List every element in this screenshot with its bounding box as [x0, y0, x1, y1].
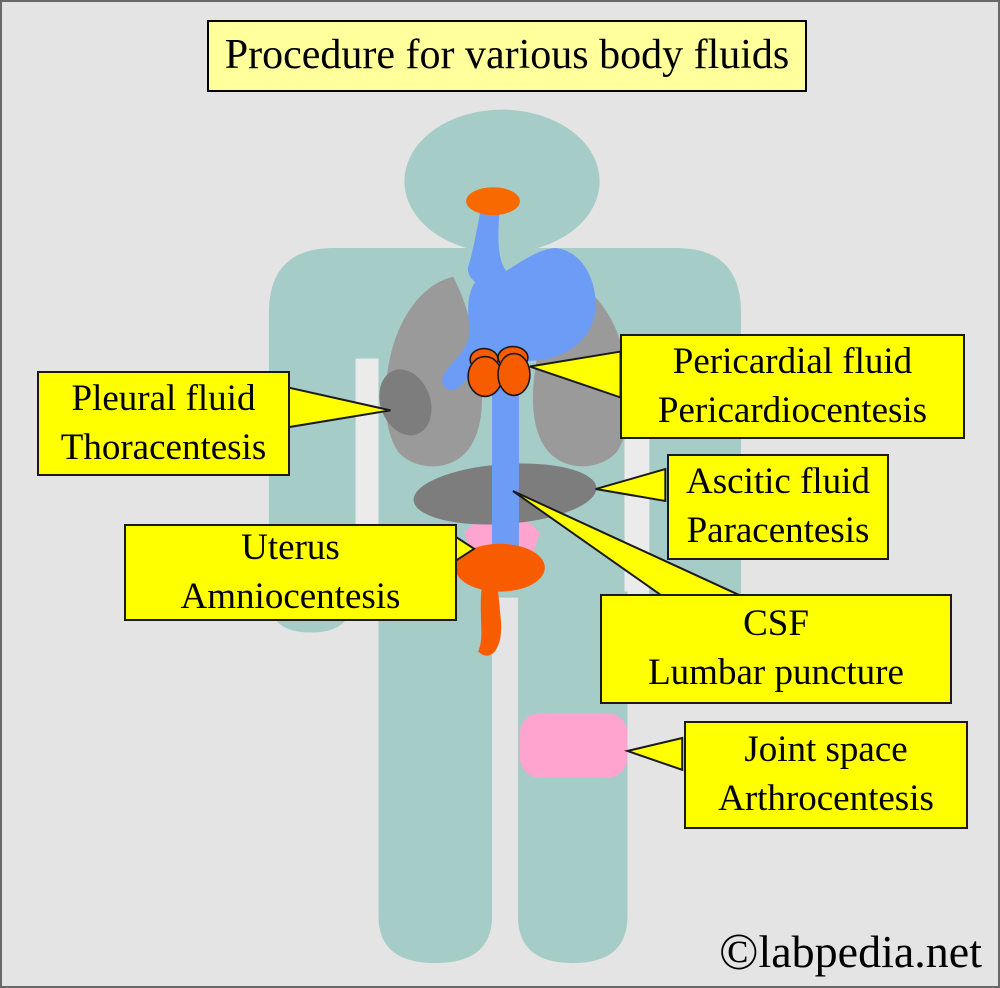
callout-line: Ascitic fluid	[686, 461, 870, 503]
heart-ventricle-right	[497, 352, 531, 397]
mouth-shape	[466, 187, 520, 216]
watermark-text: labpedia.net	[758, 926, 982, 977]
ascitic-pointer	[595, 467, 667, 503]
heart-ventricle-left	[467, 355, 503, 398]
callout-pleural-fluid: Pleural fluid Thoracentesis	[37, 371, 290, 476]
pleural-effusion-spot	[379, 369, 432, 436]
callout-line: Pleural fluid	[71, 377, 256, 419]
callout-line: Joint space	[744, 729, 908, 771]
page-title: Procedure for various body fluids	[224, 32, 790, 78]
head-shape	[404, 109, 600, 253]
bladder-shape	[455, 543, 545, 592]
callout-uterus: Uterus Amniocentesis	[124, 524, 457, 621]
callout-joint-space: Joint space Arthrocentesis	[684, 721, 968, 829]
callout-line: CSF	[743, 603, 809, 645]
callout-line: Pericardiocentesis	[657, 389, 928, 431]
left-leg-shape	[378, 591, 493, 964]
watermark: ©labpedia.net	[719, 924, 982, 981]
callout-line: Arthrocentesis	[718, 778, 934, 819]
callout-csf: CSF Lumbar puncture	[600, 594, 952, 704]
callout-pericardial-fluid: Pericardial fluid Pericardiocentesis	[620, 334, 965, 439]
copyright-icon: ©	[718, 924, 759, 981]
spinal-canal-shape	[492, 380, 519, 560]
heart-shape	[467, 345, 531, 398]
callout-line: Pericardial fluid	[672, 340, 913, 382]
callout-ascitic-fluid: Ascitic fluid Paracentesis	[667, 454, 889, 560]
title-box: Procedure for various body fluids	[207, 20, 807, 92]
joint-pointer	[623, 736, 684, 772]
callout-line: Lumbar puncture	[648, 652, 904, 693]
knee-joint-shape	[519, 713, 628, 778]
callout-line: Paracentesis	[686, 510, 870, 551]
bladder-tail-shape	[478, 583, 502, 656]
callout-line: Uterus	[241, 526, 340, 568]
callout-line: Amniocentesis	[180, 575, 401, 617]
callout-line: Thoracentesis	[60, 426, 267, 468]
stomach-shape	[442, 207, 596, 390]
